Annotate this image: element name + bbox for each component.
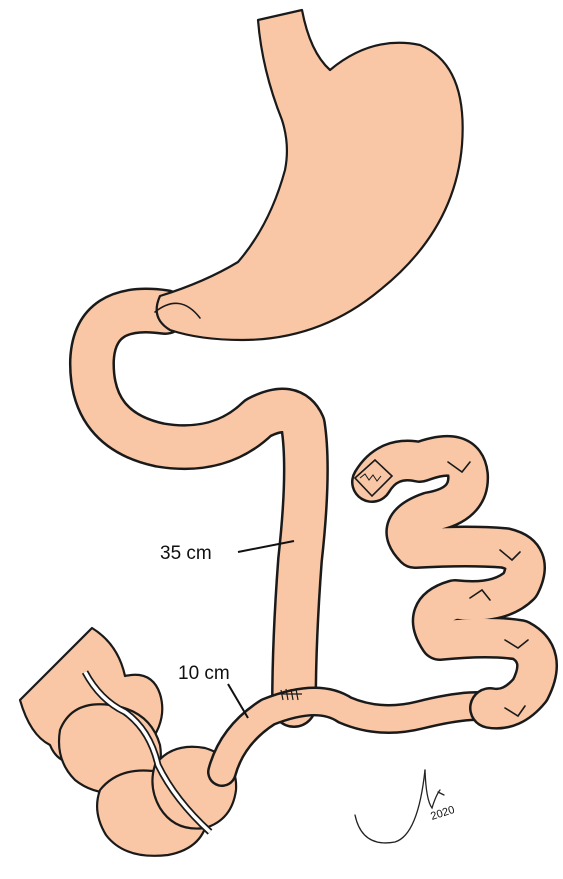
small-intestine-lower (222, 701, 500, 772)
signature-year: 2020 (429, 804, 456, 823)
small-intestine-upper (92, 311, 306, 705)
jejunum-loops (372, 456, 537, 716)
artist-signature: 2020 (355, 770, 456, 843)
stomach (157, 10, 463, 340)
leader-10cm (228, 684, 248, 718)
label-10cm: 10 cm (178, 663, 230, 684)
label-35cm: 35 cm (160, 543, 212, 564)
